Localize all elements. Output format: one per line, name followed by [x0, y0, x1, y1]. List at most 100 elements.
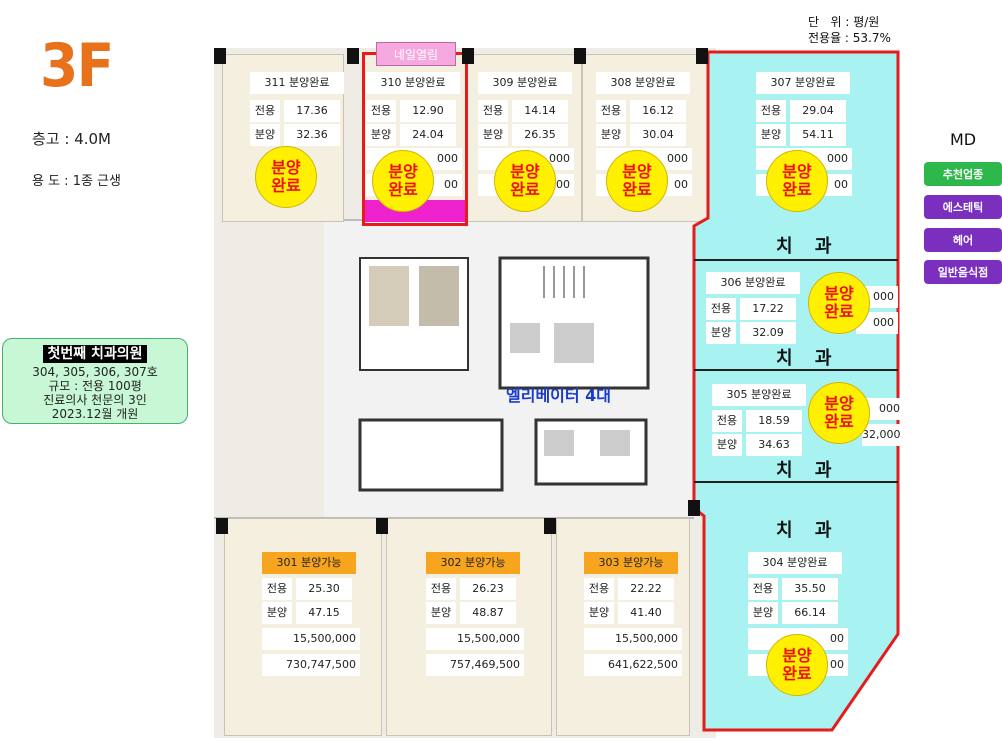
sale-label: 분양	[756, 124, 786, 146]
sale-label: 분양	[366, 124, 396, 146]
sale-value: 34.63	[746, 434, 802, 456]
unit-title: 311 분양완료	[250, 72, 344, 94]
exclusive-value: 35.50	[782, 578, 838, 600]
total-price: 730,747,500	[262, 654, 360, 676]
pillar	[347, 48, 359, 64]
total-price: 32,000	[862, 424, 904, 446]
promo-line: 진료의사 천문의 3인	[43, 393, 147, 407]
exclusive-label: 전용	[748, 578, 778, 600]
pillar	[544, 518, 556, 534]
total-price: 757,469,500	[426, 654, 524, 676]
unit-title: 304 분양완료	[748, 552, 842, 574]
exclusive-value: 12.90	[400, 100, 456, 122]
sold-badge: 분양 완료	[494, 150, 556, 212]
exclusive-value: 17.36	[284, 100, 340, 122]
sale-value: 54.11	[790, 124, 846, 146]
promo-box: 첫번째 치과의원 304, 305, 306, 307호 규모 : 전용 100…	[2, 338, 188, 424]
unit-302[interactable]	[386, 518, 552, 736]
ceiling-height: 층고 : 4.0M	[32, 130, 111, 148]
sold-badge: 분양 완료	[372, 150, 434, 212]
md-restaurant-button[interactable]: 일반음식점	[924, 260, 1002, 284]
sold-text: 분양 완료	[388, 162, 418, 199]
exclusive-value: 22.22	[618, 578, 674, 600]
unit-label: 단 위 : 평/원	[808, 15, 880, 29]
md-title: MD	[950, 130, 977, 149]
unit-title: 303 분양가능	[584, 552, 678, 574]
sale-value: 26.35	[512, 124, 568, 146]
unit-title: 305 분양완료	[712, 384, 806, 406]
sold-text: 분양 완료	[271, 158, 301, 195]
exclusive-value: 18.59	[746, 410, 802, 432]
promo-title: 첫번째 치과의원	[43, 345, 147, 363]
sale-value: 30.04	[630, 124, 686, 146]
usage-type: 용 도 : 1종 근생	[32, 174, 121, 189]
sale-label: 분양	[262, 602, 292, 624]
sold-text: 분양 완료	[622, 162, 652, 199]
nail-shop-sign: 네일열림	[376, 42, 456, 66]
sale-label: 분양	[748, 602, 778, 624]
sale-label: 분양	[712, 434, 742, 456]
exclusive-value: 16.12	[630, 100, 686, 122]
sold-badge: 분양 완료	[606, 150, 668, 212]
unit-title: 308 분양완료	[596, 72, 690, 94]
pillar	[376, 518, 388, 534]
unit-title: 309 분양완료	[478, 72, 572, 94]
dental-label-304: 치 과	[776, 520, 840, 541]
sale-value: 32.09	[740, 322, 796, 344]
sale-label: 분양	[584, 602, 614, 624]
promo-line: 규모 : 전용 100평	[48, 379, 142, 393]
sold-badge: 분양 완료	[255, 146, 317, 208]
sale-value: 47.15	[296, 602, 352, 624]
exclusive-value: 17.22	[740, 298, 796, 320]
unit-title: 302 분양가능	[426, 552, 520, 574]
unit-301[interactable]	[224, 518, 382, 736]
sale-value: 41.40	[618, 602, 674, 624]
sold-badge: 분양 완료	[766, 150, 828, 212]
exclusive-label: 전용	[706, 298, 736, 320]
exclusive-label: 전용	[478, 100, 508, 122]
exclusive-value: 29.04	[790, 100, 846, 122]
price-per-pyeong: 15,500,000	[584, 628, 682, 650]
exclusive-label: 전용	[250, 100, 280, 122]
sale-value: 66.14	[782, 602, 838, 624]
price-per-pyeong: 15,500,000	[262, 628, 360, 650]
unit-info: 단 위 : 평/원 전용율 : 53.7%	[808, 14, 891, 46]
promo-line: 2023.12월 개원	[51, 407, 139, 421]
exclusive-value: 14.14	[512, 100, 568, 122]
sold-text: 분양 완료	[510, 162, 540, 199]
exclusive-label: 전용	[756, 100, 786, 122]
exclusive-label: 전용	[262, 578, 292, 600]
pillar	[688, 500, 700, 516]
pillar	[214, 48, 226, 64]
pillar	[574, 48, 586, 64]
md-recommended-button[interactable]: 추천업종	[924, 162, 1002, 186]
exclusive-label: 전용	[596, 100, 626, 122]
md-aesthetic-button[interactable]: 에스테틱	[924, 195, 1002, 219]
unit-303[interactable]	[556, 518, 690, 736]
sold-badge: 분양 완료	[766, 634, 828, 696]
price-per-pyeong: 15,500,000	[426, 628, 524, 650]
sold-badge: 분양 완료	[808, 382, 870, 444]
sold-text: 분양 완료	[782, 646, 812, 683]
exclusive-value: 26.23	[460, 578, 516, 600]
elevator-label: 엘리베이터 4대	[506, 386, 612, 405]
sold-text: 분양 완료	[824, 284, 854, 321]
sale-label: 분양	[596, 124, 626, 146]
exclusive-label: 전용	[366, 100, 396, 122]
total-price: 000	[856, 312, 898, 334]
floor-plan-drawing	[214, 219, 694, 519]
unit-title: 310 분양완료	[366, 72, 460, 94]
md-hair-button[interactable]: 헤어	[924, 228, 1002, 252]
dental-label-307: 치 과	[776, 236, 840, 257]
dental-label-306: 치 과	[776, 348, 840, 369]
sale-value: 48.87	[460, 602, 516, 624]
sale-label: 분양	[478, 124, 508, 146]
exclusive-label: 전용	[426, 578, 456, 600]
sale-label: 분양	[426, 602, 456, 624]
dental-label-305: 치 과	[776, 460, 840, 481]
unit-title: 301 분양가능	[262, 552, 356, 574]
sale-value: 24.04	[400, 124, 456, 146]
exclusive-label: 전용	[712, 410, 742, 432]
pillar	[696, 48, 708, 64]
ratio-label: 전용율 : 53.7%	[808, 31, 891, 45]
